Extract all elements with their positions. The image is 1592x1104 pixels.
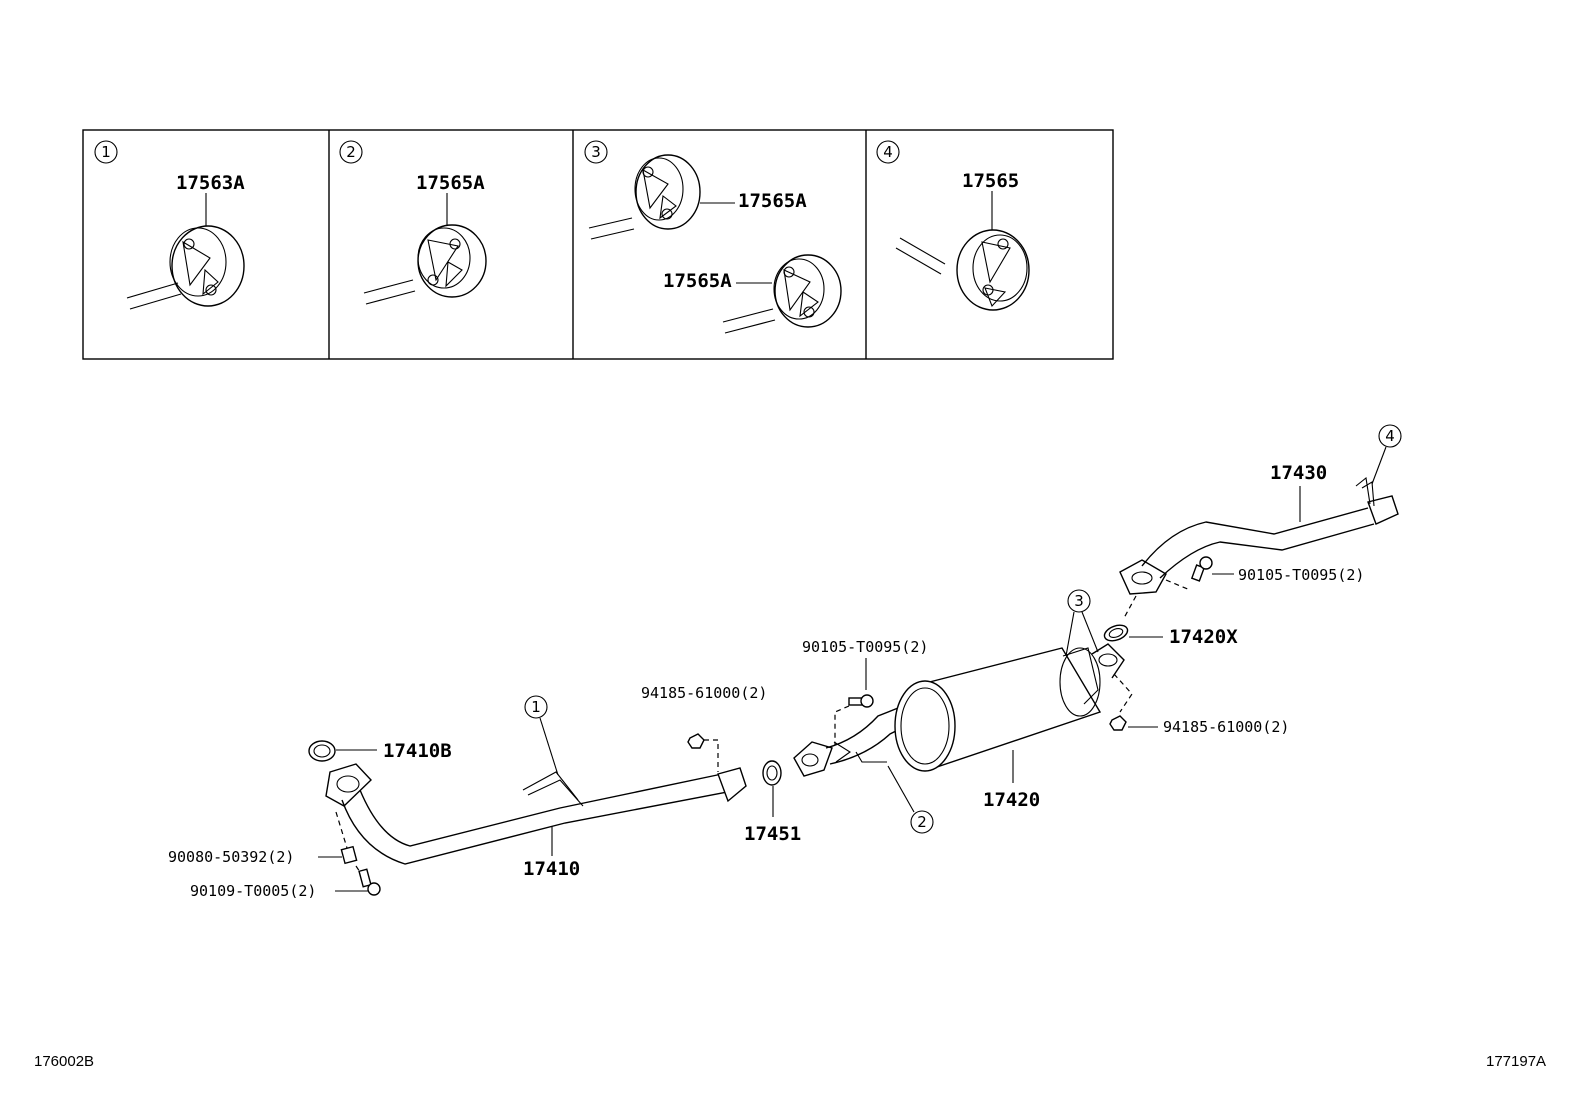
part-label-17410: 17410 xyxy=(523,858,580,880)
inset-panel-4: 4 17565 xyxy=(876,140,1030,311)
assembly-dashline xyxy=(834,705,850,745)
spring-washer-icon xyxy=(340,845,358,865)
pipe-stub-icon xyxy=(126,282,182,310)
callout-circle-4 xyxy=(1378,424,1402,448)
part-number-label: 17563A xyxy=(176,172,245,194)
leader-line xyxy=(1081,611,1099,653)
nut-icon xyxy=(1109,715,1127,731)
part-label-17451: 17451 xyxy=(744,823,801,845)
assembly-dashline xyxy=(1113,673,1133,713)
inset-ref-label: 4 xyxy=(883,143,893,161)
part-number-label: 17565A xyxy=(416,172,485,194)
callout-circle-3 xyxy=(1067,589,1091,613)
inset-panel-1: 1 17563A xyxy=(94,140,245,310)
part-label-90080-50392: 90080-50392(2) xyxy=(168,848,294,866)
pipe-stub-icon xyxy=(895,237,946,275)
illustration-code-right: 177197A xyxy=(1486,1053,1547,1070)
rubber-hanger-icon xyxy=(634,154,701,230)
muffler-body-17420 xyxy=(894,643,1125,772)
part-number-label: 17565 xyxy=(962,170,1019,192)
assembly-dashline xyxy=(1165,579,1191,591)
rubber-hanger-icon xyxy=(773,254,842,328)
gasket-17410B xyxy=(308,740,377,762)
inset-panel-2: 2 17565A xyxy=(339,140,487,305)
leader-line xyxy=(1065,611,1075,657)
assembly-dashline xyxy=(704,739,719,772)
rubber-hanger-icon xyxy=(169,225,245,307)
leader-line xyxy=(1371,446,1387,485)
part-label-94185-61000-rear: 94185-61000(2) xyxy=(1163,718,1289,736)
leader-line xyxy=(887,765,915,813)
callout-label-2: 2 xyxy=(917,813,927,831)
part-label-17430: 17430 xyxy=(1270,462,1327,484)
inset-ref-label: 3 xyxy=(591,143,601,161)
part-label-17420: 17420 xyxy=(983,789,1040,811)
part-label-90105-T0095-center: 90105-T0095(2) xyxy=(802,638,928,656)
part-number-label: 17565A xyxy=(663,270,732,292)
inset-table: 1 17563A 2 17565A xyxy=(82,129,1114,360)
pipe-stub-icon xyxy=(722,308,776,334)
gasket-17420X xyxy=(1103,624,1129,642)
tail-pipe-17430 xyxy=(1119,476,1399,595)
callout-circle-1 xyxy=(524,695,548,719)
inset-ref-label: 2 xyxy=(346,143,356,161)
assembly-dashline xyxy=(335,811,348,849)
part-label-90109-T0005: 90109-T0005(2) xyxy=(190,882,316,900)
ref-circle xyxy=(94,140,118,164)
inset-panel-3: 3 17565A 17565A xyxy=(584,140,842,334)
ref-circle xyxy=(339,140,363,164)
part-label-90105-T0095-rear: 90105-T0095(2) xyxy=(1238,566,1364,584)
rubber-hanger-icon xyxy=(417,224,487,298)
rubber-hanger-icon xyxy=(956,229,1030,311)
leader-line xyxy=(539,717,559,776)
illustration-code-left: 176002B xyxy=(34,1053,95,1070)
bolt-icon xyxy=(1190,556,1213,582)
inset-frame xyxy=(82,129,1114,360)
part-label-94185-61000-front: 94185-61000(2) xyxy=(641,684,767,702)
nut-icon xyxy=(687,733,705,749)
callout-label-1: 1 xyxy=(531,698,541,716)
callout-label-4: 4 xyxy=(1385,427,1395,445)
inset-ref-label: 1 xyxy=(101,143,111,161)
part-number-label: 17565A xyxy=(738,190,807,212)
callout-label-3: 3 xyxy=(1074,592,1084,610)
pipe-stub-icon xyxy=(588,217,635,240)
gasket-17451 xyxy=(762,760,782,786)
part-label-17410B: 17410B xyxy=(383,740,452,762)
front-pipe-17410 xyxy=(325,763,747,865)
bolt-icon xyxy=(358,868,381,896)
pipe-stub-icon xyxy=(363,279,416,305)
ref-circle xyxy=(584,140,608,164)
assembly-dashline xyxy=(1123,595,1137,619)
part-label-17420X: 17420X xyxy=(1169,626,1238,648)
callout-circle-2 xyxy=(910,810,934,834)
bolt-icon xyxy=(848,694,874,708)
ref-circle xyxy=(876,140,900,164)
